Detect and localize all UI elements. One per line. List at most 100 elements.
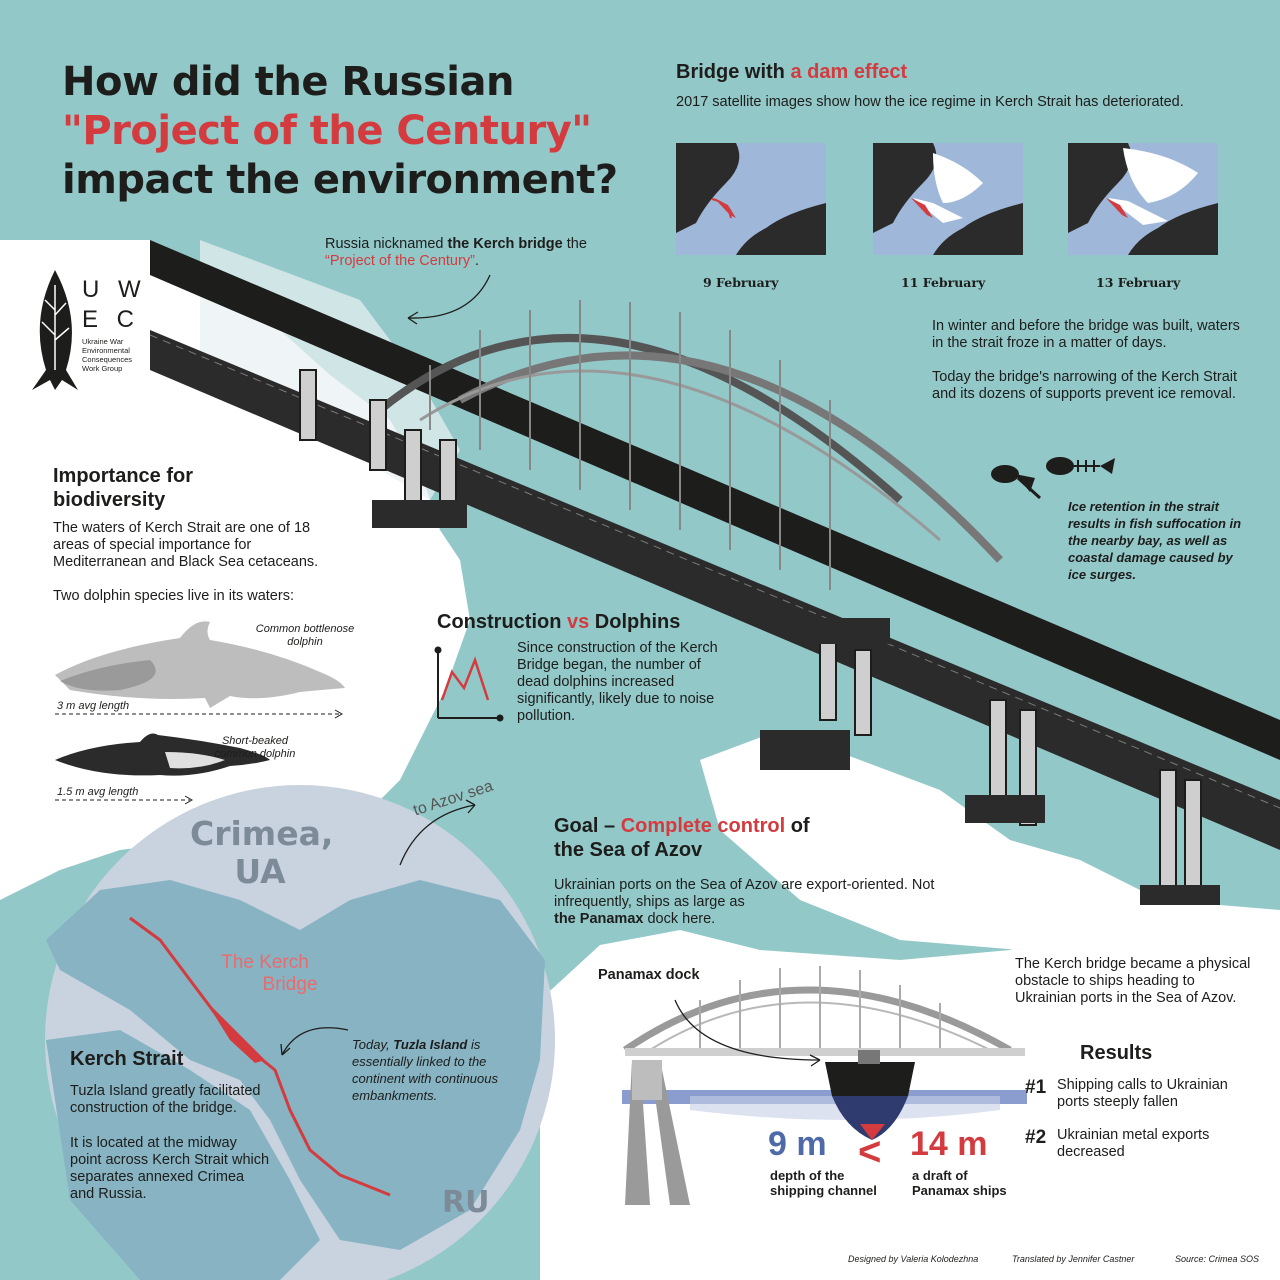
- logo: U W E C Ukraine War Environmental Conseq…: [82, 275, 147, 373]
- goal-heading-text: Goal –: [554, 815, 621, 837]
- map-label-crimea: Crimea, UA: [190, 814, 334, 891]
- kerch-bridge-label: The Kerch Bridge: [200, 952, 330, 996]
- tuzla-note-post: is essentially linked to the continent w…: [352, 1037, 498, 1103]
- biodiversity-heading-line: biodiversity: [53, 489, 166, 511]
- draft-label: a draft of Panamax ships: [912, 1168, 1007, 1198]
- land-right-middle: [700, 730, 1280, 980]
- kerch-bridge-line: Bridge: [262, 974, 318, 995]
- construction-heading-text: Construction: [437, 611, 567, 633]
- construction-heading-post: Dolphins: [589, 611, 681, 633]
- fish-note: Ice retention in the strait results in f…: [1068, 499, 1242, 582]
- biodiversity-para-1: The waters of Kerch Strait are one of 18…: [53, 520, 319, 570]
- depth-label-line: depth of the: [770, 1168, 845, 1183]
- map-water: [46, 880, 545, 1250]
- kerch-bridge-mark: [205, 1000, 265, 1063]
- crimea-line: UA: [234, 852, 286, 891]
- result-number: #2: [1025, 1127, 1047, 1148]
- map-label-ru: RU: [442, 1185, 490, 1220]
- draft-label-line: Panamax ships: [912, 1183, 1007, 1198]
- logo-caption-line: Work Group: [82, 364, 123, 373]
- dam-heading: Bridge with a dam effect: [676, 60, 907, 84]
- draft-label-line: a draft of: [912, 1168, 968, 1183]
- nickname-text: Russia nicknamed: [325, 236, 448, 252]
- dam-para-1: In winter and before the bridge was buil…: [932, 318, 1240, 351]
- less-than-sign: <: [858, 1130, 882, 1174]
- goal-text-post: dock here.: [643, 911, 716, 927]
- result-number: #1: [1025, 1077, 1047, 1098]
- goal-heading-post: of: [785, 815, 810, 837]
- satellite-image-13-february: [1068, 143, 1218, 255]
- page-title: How did the Russian "Project of the Cent…: [62, 58, 618, 205]
- date-label: 13 February: [1096, 275, 1181, 290]
- nickname-text-post: the: [562, 236, 587, 252]
- logo-caption: Ukraine War Environmental Consequences W…: [82, 337, 147, 373]
- tuzla-note: Today, Tuzla Island is essentially linke…: [352, 1036, 522, 1104]
- biodiversity-heading: Importance for biodiversity: [53, 464, 193, 512]
- goal-heading-line-2: the Sea of Azov: [554, 839, 703, 861]
- draft-value: 14 m: [910, 1125, 988, 1163]
- nickname-end: .: [474, 253, 479, 269]
- result-item: #2 Ukrainian metal exports decreased: [1025, 1127, 1265, 1161]
- nickname-arrow: [407, 274, 491, 319]
- satellite-image-9-february: [676, 143, 826, 255]
- credit-designer: Designed by Valeria Kolodezhna: [848, 1254, 979, 1264]
- common-dolphin-name: Short-beaked common dolphin: [214, 735, 296, 760]
- logo-letters-top: U W: [82, 276, 147, 303]
- result-text: Ukrainian metal exports decreased: [1057, 1127, 1210, 1160]
- logo-caption-line: Environmental: [82, 346, 130, 355]
- depth-value: 9 m: [768, 1125, 827, 1163]
- title-line-1: How did the Russian: [62, 59, 514, 105]
- kerch-strait-para-2: It is located at the midway point across…: [70, 1135, 270, 1202]
- dam-para-2: Today the bridge's narrowing of the Kerc…: [932, 369, 1238, 402]
- date-label: 11 February: [901, 275, 986, 290]
- credit-translator: Translated by Jennifer Castner: [1012, 1254, 1135, 1264]
- kerch-strait-para-1: Tuzla Island greatly facilitated constru…: [70, 1083, 261, 1116]
- biodiversity-heading-line: Importance for: [53, 465, 194, 487]
- goal-text: Ukrainian ports on the Sea of Azov are e…: [554, 877, 949, 928]
- fish-skeleton-icons: [991, 457, 1115, 500]
- logo-caption-line: Ukraine War: [82, 337, 124, 346]
- goal-heading-red: Complete control: [620, 815, 786, 837]
- dolphin-death-chart-icon: [434, 646, 504, 722]
- nickname-bridge: the Kerch bridge: [447, 236, 563, 252]
- obstacle-text: The Kerch bridge became a physical obsta…: [1015, 956, 1251, 1006]
- result-item: #1 Shipping calls to Ukrainian ports ste…: [1025, 1077, 1265, 1111]
- bottlenose-dolphin-length: 3 m avg length: [57, 700, 130, 712]
- depth-label: depth of the shipping channel: [770, 1168, 877, 1198]
- result-text: Shipping calls to Ukrainian ports steepl…: [1057, 1077, 1228, 1110]
- depth-label-line: shipping channel: [770, 1183, 877, 1198]
- goal-heading: Goal – Complete control of the Sea of Az…: [554, 814, 810, 862]
- tuzla-note-bold: Tuzla Island: [393, 1037, 468, 1052]
- azov-arrow: [399, 804, 476, 866]
- title-line-3: impact the environment?: [62, 157, 618, 203]
- logo-tree: [32, 270, 78, 390]
- bottlenose-dolphin-name: Common bottlenose dolphin: [255, 623, 355, 648]
- construction-heading-vs: vs: [567, 611, 590, 633]
- nickname-quote: “Project of the Century”: [325, 253, 475, 269]
- kerch-strait-heading: Kerch Strait: [70, 1048, 184, 1070]
- goal-text-pre: Ukrainian ports on the Sea of Azov are e…: [554, 877, 935, 910]
- panamax-dock-label: Panamax dock: [598, 967, 700, 983]
- logo-letters-bottom: E C: [82, 306, 141, 333]
- satellite-image-11-february: [873, 143, 1023, 255]
- nickname-note: Russia nicknamed the Kerch bridge the “P…: [325, 236, 625, 270]
- common-dolphin-shape: [55, 733, 270, 776]
- results-heading: Results: [1080, 1042, 1153, 1064]
- dam-heading-red: a dam effect: [790, 61, 908, 83]
- construction-text: Since construction of the Kerch Bridge b…: [517, 640, 718, 724]
- panamax-scene: [622, 966, 1027, 1205]
- logo-caption-line: Consequences: [82, 355, 133, 364]
- tuzla-arrow: [281, 1027, 349, 1056]
- kerch-bridge-line: The Kerch: [221, 952, 309, 973]
- crimea-line: Crimea,: [190, 814, 334, 853]
- bridge-illustration: [149, 240, 1280, 905]
- map-water-2: [46, 1030, 320, 1280]
- biodiversity-para-2: Two dolphin species live in its waters:: [53, 588, 294, 604]
- dam-heading-text: Bridge with: [676, 61, 791, 83]
- date-label: 9 February: [703, 275, 779, 290]
- credit-source: Source: Crimea SOS: [1175, 1254, 1260, 1264]
- tuzla-note-pre: Today,: [352, 1037, 394, 1052]
- title-line-2: "Project of the Century": [62, 108, 592, 154]
- construction-heading: Construction vs Dolphins: [437, 610, 680, 634]
